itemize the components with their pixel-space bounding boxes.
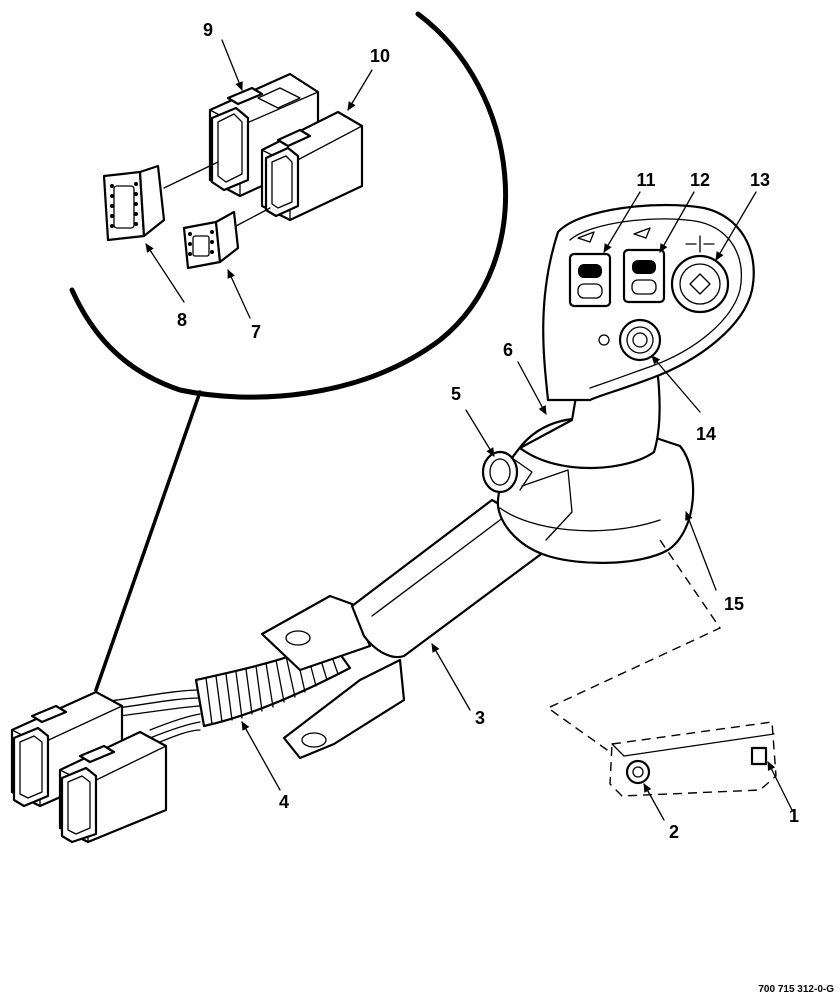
callout-13: 13 [750, 170, 770, 190]
adjustment-knob [481, 450, 533, 494]
callout-7: 7 [251, 322, 261, 342]
harness-connector-lower [58, 730, 168, 844]
callout-4: 4 [279, 792, 289, 812]
figure-code: 700 715 312-0-G [758, 984, 834, 995]
callout-labels: 1 2 3 4 5 6 7 8 9 10 11 12 13 14 15 [177, 20, 799, 842]
callout-14: 14 [696, 424, 716, 444]
callout-8: 8 [177, 310, 187, 330]
reference-line [546, 539, 722, 753]
connector-housing-small [260, 110, 364, 222]
callout-2: 2 [669, 822, 679, 842]
callout-11: 11 [636, 170, 655, 190]
callout-15: 15 [724, 594, 744, 614]
detail-view [69, 11, 508, 692]
wedge-lock-large [102, 161, 219, 242]
callout-5: 5 [451, 384, 461, 404]
handle-shaft [350, 498, 562, 659]
callout-9: 9 [203, 20, 213, 40]
control-head [542, 203, 755, 402]
leader-lines [145, 39, 793, 821]
callout-6: 6 [503, 340, 513, 360]
remote-module [609, 721, 777, 797]
wedge-lock-small [182, 207, 271, 270]
callout-12: 12 [690, 170, 710, 190]
callout-3: 3 [475, 708, 485, 728]
callout-1: 1 [789, 806, 799, 826]
callout-10: 10 [370, 46, 390, 66]
